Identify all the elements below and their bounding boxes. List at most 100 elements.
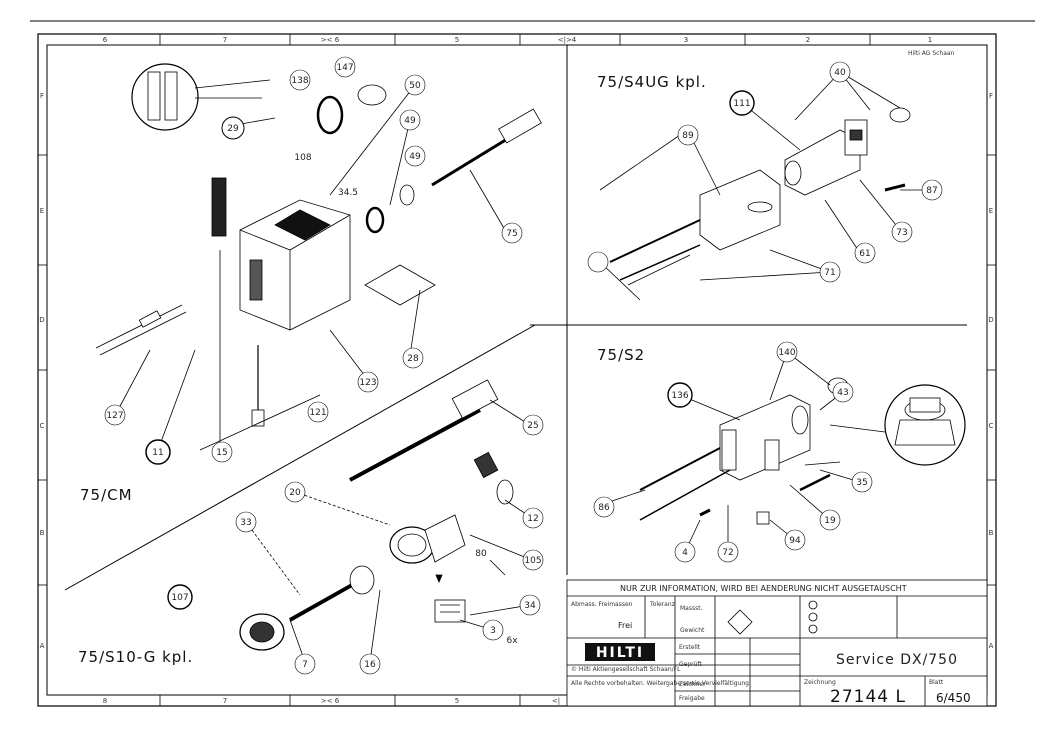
- part-label: 147: [336, 63, 353, 73]
- title-field: Frei: [618, 621, 632, 630]
- title-company: © Hilti Aktiengesellschaft Schaan/FL: [571, 666, 681, 673]
- cm-part-labels: 138 147 50 49 49 29 108 75 34.5 28 123 1…: [104, 56, 523, 465]
- right-row-label: E: [989, 207, 993, 215]
- left-row-labels: F E D C B A: [39, 92, 44, 650]
- part-label: 29: [227, 124, 239, 134]
- part-label: 121: [309, 408, 326, 418]
- part-label: 72: [722, 548, 733, 558]
- title-field: Abmass. Freimassen: [571, 601, 633, 608]
- part-label: 11: [152, 448, 163, 458]
- corner-note: Hilti AG Schaan: [908, 50, 955, 57]
- part-label: 19: [824, 516, 836, 526]
- bottom-col-label: >< 6: [321, 697, 340, 705]
- part-label: 49: [404, 116, 416, 126]
- top-column-labels: 6 7 >< 6 5 <|>4 3 2 1: [103, 36, 932, 44]
- bottom-column-labels: 8 7 >< 6 5 <|: [103, 697, 560, 705]
- title-product: Service DX/750: [836, 652, 958, 668]
- part-label: 6x: [506, 636, 518, 646]
- title-notice: NUR ZUR INFORMATION, WIRD BEI AENDERUNG …: [620, 584, 907, 593]
- right-row-label: A: [989, 642, 994, 650]
- part-label: 136: [671, 391, 688, 401]
- top-col-label: 6: [103, 36, 108, 44]
- s10g-part-labels: 25 20 33 12 105 80 107 34 3 6x 16 7: [167, 414, 544, 675]
- title-drawing-number: 27144 L: [830, 687, 906, 707]
- frame-ticks: [38, 34, 996, 706]
- hilti-logo-text: HILTI: [596, 645, 644, 661]
- part-label: 33: [240, 518, 251, 528]
- right-row-labels: F E D C B A: [988, 92, 993, 650]
- part-label: 28: [407, 354, 419, 364]
- s4ug-exploded-view: [599, 71, 925, 301]
- part-label: 80: [475, 549, 487, 559]
- part-label: 94: [789, 536, 801, 546]
- part-label: 50: [409, 81, 421, 91]
- title-block-text: NUR ZUR INFORMATION, WIRD BEI AENDERUNG …: [571, 584, 971, 707]
- part-label: 86: [598, 503, 610, 513]
- s10g-exploded-view: [239, 379, 533, 663]
- part-label: 7: [302, 660, 308, 670]
- bottom-col-label: 8: [103, 697, 107, 705]
- part-label: 71: [824, 268, 835, 278]
- part-label: 108: [294, 153, 311, 163]
- top-col-label: >< 6: [321, 36, 340, 44]
- top-col-label: 2: [806, 36, 810, 44]
- part-label: 35: [856, 478, 867, 488]
- divider-diagonal: [64, 324, 536, 591]
- left-row-label: A: [40, 642, 45, 650]
- part-label: 123: [359, 378, 376, 388]
- title-row: Geprüft: [679, 661, 702, 668]
- part-label: 140: [778, 348, 795, 358]
- part-label: 3: [490, 626, 496, 636]
- title-row: Zeichnung: [804, 679, 836, 686]
- part-label: 87: [926, 186, 937, 196]
- part-label: 25: [527, 421, 538, 431]
- part-label: 73: [896, 228, 907, 238]
- right-row-label: D: [988, 316, 993, 324]
- part-label: 12: [527, 514, 538, 524]
- top-col-label: 3: [684, 36, 688, 44]
- title-field: Massst.: [680, 605, 703, 612]
- top-col-label: 7: [223, 36, 227, 44]
- part-label: 43: [837, 388, 848, 398]
- top-col-label: 1: [928, 36, 932, 44]
- title-row: Zeichner: [679, 681, 706, 688]
- title-row: Erstellt: [679, 644, 701, 651]
- left-row-label: D: [39, 316, 44, 324]
- part-label: 105: [524, 556, 541, 566]
- part-label: 107: [171, 593, 188, 603]
- bottom-col-label: 5: [455, 697, 459, 705]
- title-field: Gewicht: [680, 627, 705, 634]
- part-label: 111: [733, 99, 750, 109]
- part-label: 20: [289, 488, 301, 498]
- top-col-label: <|>4: [558, 36, 577, 44]
- bottom-col-label: 7: [223, 697, 227, 705]
- section-title-s10g: 75/S10-G kpl.: [78, 648, 193, 666]
- part-label: 138: [291, 76, 308, 86]
- part-label: 89: [682, 131, 694, 141]
- part-label: 127: [106, 411, 123, 421]
- title-page-number: 6/450: [936, 691, 971, 705]
- part-label: 34.5: [338, 188, 358, 198]
- hilti-logo: HILTI: [585, 643, 655, 661]
- part-label: 15: [216, 448, 227, 458]
- title-row: Blatt: [929, 679, 944, 686]
- section-title-cm: 75/CM: [80, 486, 133, 504]
- part-label: 75: [506, 229, 517, 239]
- left-row-label: C: [40, 422, 45, 430]
- part-label: 61: [859, 249, 870, 259]
- part-label: 40: [834, 68, 846, 78]
- part-label: 4: [682, 548, 688, 558]
- title-field: Toleranz: [649, 601, 675, 608]
- top-col-label: 5: [455, 36, 459, 44]
- s2-part-labels: 140 136 43 35 86 19 94 72 4: [593, 341, 873, 563]
- title-row: Freigabe: [679, 695, 705, 702]
- right-row-label: C: [989, 422, 994, 430]
- section-title-s4ug: 75/S4UG kpl.: [597, 73, 707, 91]
- left-row-label: F: [40, 92, 44, 100]
- right-row-label: B: [989, 529, 994, 537]
- s2-exploded-view: [599, 351, 966, 553]
- bottom-col-label: <|: [552, 697, 560, 705]
- part-label: 16: [364, 660, 376, 670]
- section-title-s2: 75/S2: [597, 346, 645, 364]
